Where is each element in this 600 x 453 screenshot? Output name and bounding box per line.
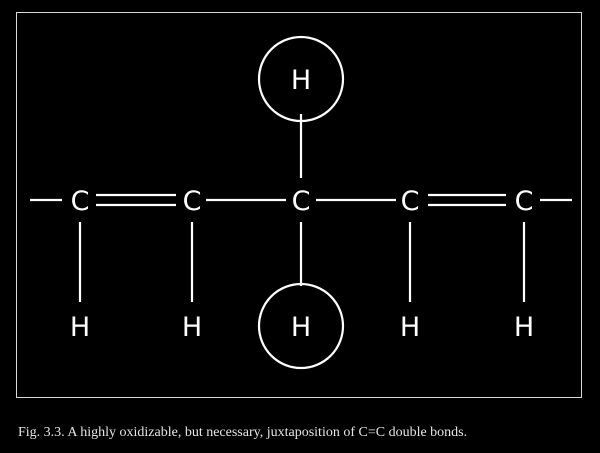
atom-c5: C <box>515 186 534 217</box>
figure-frame <box>16 12 582 398</box>
atom-h3-circled: H <box>291 312 311 343</box>
atom-h1: H <box>70 312 90 343</box>
figure-caption: Fig. 3.3. A highly oxidizable, but neces… <box>18 425 468 440</box>
atom-h4: H <box>400 312 420 343</box>
atom-h2: H <box>182 312 202 343</box>
atom-h5: H <box>514 312 534 343</box>
atom-c4: C <box>401 186 420 217</box>
circle-h-top <box>257 35 345 123</box>
circle-h-bottom <box>257 282 345 370</box>
atom-c1: C <box>71 186 90 217</box>
atom-h-top-circled: H <box>291 65 311 96</box>
atom-c3: C <box>292 186 311 217</box>
atom-c2: C <box>183 186 202 217</box>
